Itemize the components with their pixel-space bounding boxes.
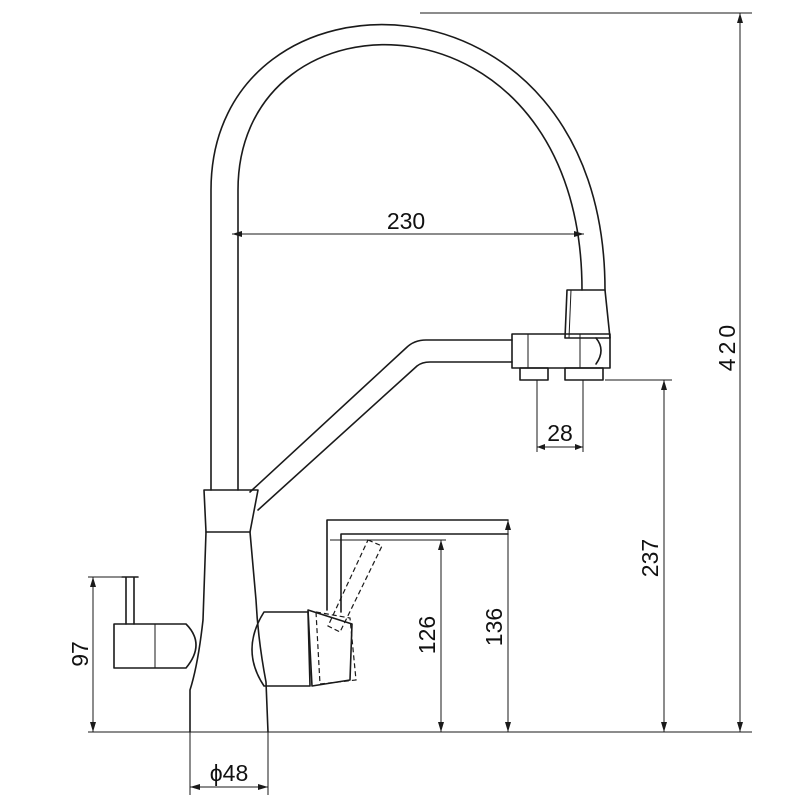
outlet-block bbox=[511, 333, 611, 369]
filter-spout bbox=[249, 339, 513, 493]
dim-label-126: 126 bbox=[414, 616, 440, 654]
side-lever-base bbox=[113, 623, 197, 669]
gooseneck-inner bbox=[237, 44, 583, 491]
mixer-housing bbox=[251, 611, 311, 687]
dim-label-230: 230 bbox=[387, 208, 425, 234]
dim-label-28: 28 bbox=[547, 420, 573, 446]
mixer-lever-dashed bbox=[327, 539, 383, 633]
dim-label-237: 237 bbox=[637, 539, 663, 577]
faucet-outline bbox=[113, 23, 611, 733]
dim-label-420: 420 bbox=[714, 321, 740, 371]
dim-label-diameter-48: ϕ48 bbox=[210, 760, 248, 786]
outlet-nozzle-left bbox=[519, 367, 549, 381]
dim-label-97: 97 bbox=[67, 641, 93, 667]
gooseneck-outer bbox=[210, 23, 606, 491]
dim-label-136: 136 bbox=[481, 608, 507, 646]
extension-lines bbox=[88, 12, 752, 795]
collar bbox=[203, 489, 259, 533]
mixer-lever bbox=[326, 519, 509, 613]
dimension-lines bbox=[90, 13, 743, 790]
spray-head bbox=[564, 289, 611, 339]
main-body bbox=[189, 531, 207, 733]
outlet-nozzle-right bbox=[564, 367, 604, 381]
dimension-labels: 230 420 28 237 136 126 97 ϕ48 bbox=[67, 208, 740, 786]
side-lever-arm bbox=[121, 576, 139, 625]
